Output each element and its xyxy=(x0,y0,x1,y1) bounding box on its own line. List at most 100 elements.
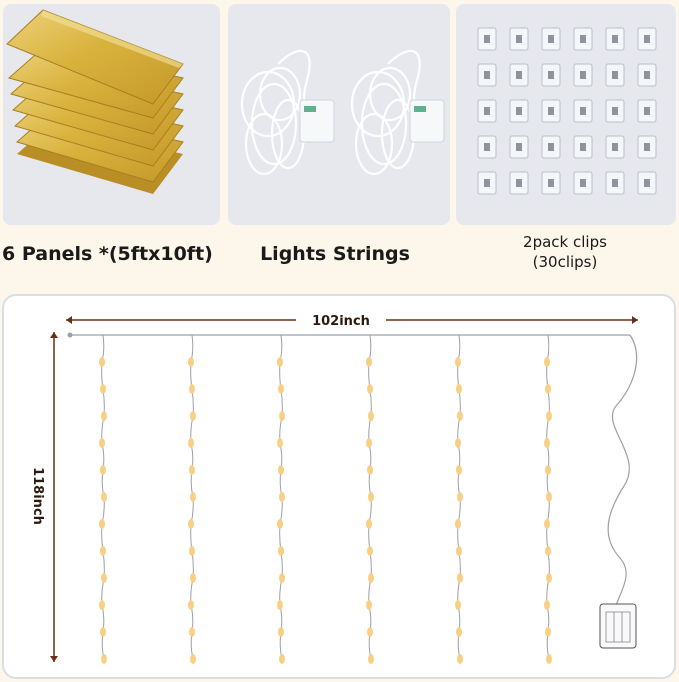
clip xyxy=(637,171,657,195)
light-bulb xyxy=(367,627,373,637)
light-bulb xyxy=(545,465,551,475)
width-label: 102inch xyxy=(312,314,370,329)
light-bulb xyxy=(368,654,374,664)
clip xyxy=(605,171,625,195)
light-bulb xyxy=(546,492,552,502)
light-bulb xyxy=(99,357,105,367)
light-bulb xyxy=(544,357,550,367)
battery-box xyxy=(599,603,637,649)
light-bulb xyxy=(278,384,284,394)
light-bulb xyxy=(546,411,552,421)
light-bulb xyxy=(455,357,461,367)
light-bulb xyxy=(366,600,372,610)
clips-image xyxy=(456,4,676,225)
clip xyxy=(477,135,497,159)
clip xyxy=(541,27,561,51)
clip xyxy=(541,135,561,159)
clip xyxy=(573,63,593,87)
width-arrow-right xyxy=(632,316,638,324)
light-bulb xyxy=(277,438,283,448)
light-bulb xyxy=(367,465,373,475)
light-bulb xyxy=(366,357,372,367)
light-bulb xyxy=(99,438,105,448)
panels-caption: 6 Panels *(5ftx10ft) xyxy=(2,243,213,265)
light-bulb xyxy=(278,627,284,637)
clip xyxy=(477,171,497,195)
light-bulb xyxy=(367,384,373,394)
clip xyxy=(605,99,625,123)
light-bulb xyxy=(457,411,463,421)
height-arrow-top xyxy=(50,332,58,338)
clip xyxy=(477,99,497,123)
clip xyxy=(509,27,529,51)
light-bulb xyxy=(455,438,461,448)
light-bulb xyxy=(188,438,194,448)
dimension-diagram: 102inch 118inch xyxy=(2,294,676,679)
light-bulb xyxy=(188,357,194,367)
height-label: 118inch xyxy=(30,467,45,525)
clips-caption-line1: 2pack clips xyxy=(523,233,607,251)
clip xyxy=(541,171,561,195)
height-arrow-bottom xyxy=(50,656,58,662)
light-bulb xyxy=(101,654,107,664)
clip xyxy=(477,63,497,87)
light-bulb xyxy=(367,546,373,556)
light-bulb xyxy=(457,492,463,502)
light-bulb xyxy=(457,573,463,583)
clip xyxy=(573,135,593,159)
light-bulb xyxy=(456,384,462,394)
clip xyxy=(637,135,657,159)
light-bulb xyxy=(456,546,462,556)
light-bulb xyxy=(278,465,284,475)
light-bulb xyxy=(100,546,106,556)
clip xyxy=(541,99,561,123)
light-strings-image xyxy=(228,4,450,225)
light-bulb xyxy=(544,519,550,529)
clip xyxy=(541,63,561,87)
light-bulb xyxy=(456,627,462,637)
light-bulb xyxy=(100,627,106,637)
clip xyxy=(573,171,593,195)
light-bulb xyxy=(546,654,552,664)
light-bulb xyxy=(545,627,551,637)
coiled-lights-illustration xyxy=(240,49,445,176)
light-bulb xyxy=(457,654,463,664)
clip xyxy=(637,99,657,123)
light-bulb xyxy=(456,465,462,475)
lights-caption: Lights Strings xyxy=(260,243,410,265)
light-bulb xyxy=(455,600,461,610)
clips-grid-illustration xyxy=(477,27,657,195)
clip xyxy=(573,27,593,51)
light-bulb xyxy=(99,519,105,529)
clips-caption-line2: (30clips) xyxy=(532,253,598,271)
light-bulb xyxy=(366,519,372,529)
clip xyxy=(605,63,625,87)
light-bulb xyxy=(545,384,551,394)
lead-wire xyxy=(607,334,638,615)
light-bulb xyxy=(278,546,284,556)
light-bulb xyxy=(190,492,196,502)
light-bulb xyxy=(101,573,107,583)
light-bulb xyxy=(190,654,196,664)
light-bulb xyxy=(189,384,195,394)
clip xyxy=(477,27,497,51)
curtain-lights-diagram: 102inch 118inch xyxy=(30,314,638,664)
clip xyxy=(637,63,657,87)
light-bulb xyxy=(279,492,285,502)
light-bulb xyxy=(190,573,196,583)
clip xyxy=(509,171,529,195)
wire-end xyxy=(67,332,73,338)
clip xyxy=(509,99,529,123)
light-bulb xyxy=(368,411,374,421)
light-bulb xyxy=(277,519,283,529)
light-bulb xyxy=(366,438,372,448)
light-bulb xyxy=(544,600,550,610)
light-bulb xyxy=(99,600,105,610)
light-bulb xyxy=(279,573,285,583)
light-bulb xyxy=(545,546,551,556)
clips-caption: 2pack clips (30clips) xyxy=(475,232,655,272)
clip xyxy=(509,135,529,159)
light-bulb xyxy=(368,492,374,502)
light-bulb xyxy=(279,654,285,664)
gold-panels-illustration xyxy=(6,9,184,194)
